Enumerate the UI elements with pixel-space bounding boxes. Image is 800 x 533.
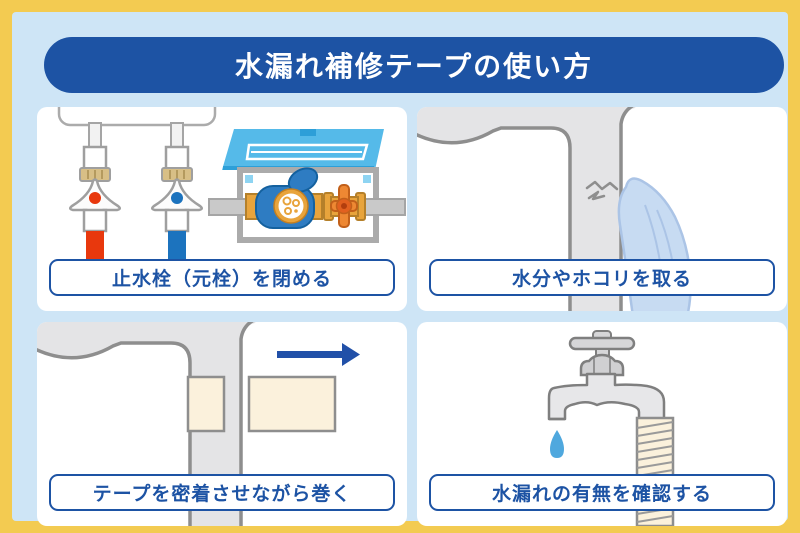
- tape-wrapped-on-pipe: [186, 375, 226, 433]
- step-label-4: 水漏れの有無を確認する: [429, 474, 775, 511]
- faucet-bonnet: [579, 353, 625, 377]
- water-meter-box: [208, 129, 406, 243]
- step-panel-wipe-moisture: 水分やホコリを取る: [417, 107, 787, 311]
- tape-free-end: [247, 375, 337, 433]
- hot-pipe: [86, 231, 104, 263]
- cold-pipe: [168, 231, 186, 263]
- hot-indicator-dot: [89, 192, 101, 204]
- water-tank: [57, 107, 217, 127]
- meter-box-lid: [222, 129, 384, 170]
- faucet: [547, 330, 666, 421]
- crack-marks: [585, 180, 619, 201]
- faucet-body: [547, 372, 666, 421]
- water-meter: [245, 167, 323, 229]
- step-label-1: 止水栓（元栓）を閉める: [49, 259, 395, 296]
- arrow-right-icon: [277, 343, 360, 366]
- meter-stop-valve: [323, 184, 366, 228]
- hot-water-valve: [69, 122, 121, 263]
- page-title: 水漏れ補修テープの使い方: [44, 37, 784, 93]
- step-panel-close-shutoff-valves: 止水栓（元栓）を閉める: [37, 107, 407, 311]
- step-label-2: 水分やホコリを取る: [429, 259, 775, 296]
- step-panel-wrap-tape: テープを密着させながら巻く: [37, 322, 407, 526]
- cold-water-valve: [151, 122, 203, 263]
- water-drop-icon: [550, 430, 564, 458]
- infographic-canvas: 水漏れ補修テープの使い方: [12, 12, 788, 526]
- shutoff-valves-illustration: [57, 107, 406, 263]
- repair-tape: [186, 375, 337, 433]
- faucet-handle: [568, 336, 636, 351]
- step-panel-check-leaks: 水漏れの有無を確認する: [417, 322, 787, 526]
- cold-indicator-dot: [171, 192, 183, 204]
- step-label-3: テープを密着させながら巻く: [49, 474, 395, 511]
